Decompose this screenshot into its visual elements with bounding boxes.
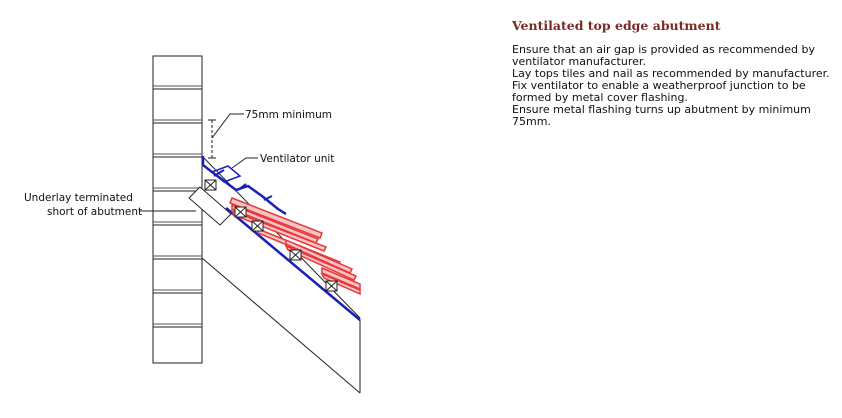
note-paragraph: Ensure that an air gap is provided as re… — [512, 43, 815, 68]
note-paragraph: Ensure metal flashing turns up abutment … — [512, 103, 811, 128]
underlay-label-line1: Underlay terminated — [24, 192, 133, 204]
metal-flashing — [201, 156, 361, 321]
batten-2 — [234, 206, 247, 218]
ventilator-unit — [210, 165, 242, 183]
batten-4 — [289, 249, 302, 261]
batten-1 — [204, 179, 217, 191]
ventilator-leader — [231, 157, 258, 169]
battens — [204, 179, 338, 292]
mortar-joints — [153, 85, 202, 325]
min-gap-label: 75mm minimum — [245, 109, 332, 121]
roof-tiles — [229, 197, 361, 296]
roof-abutment-diagram: 75mm minimum Ventilator unit Underlay te… — [24, 55, 361, 394]
dimension-marker — [208, 113, 244, 159]
notes-heading: Ventilated top edge abutment — [512, 18, 721, 33]
underlay-label-line2: short of abutment — [47, 206, 142, 218]
ventilator-label: Ventilator unit — [260, 153, 334, 165]
note-paragraph: Fix ventilator to enable a weatherproof … — [512, 79, 806, 104]
note-paragraph: Lay tops tiles and nail as recommended b… — [512, 67, 830, 80]
batten-3 — [251, 220, 264, 232]
underlay-end — [188, 186, 232, 226]
abutment-wall — [152, 55, 203, 364]
notes-panel: Ventilated top edge abutment Ensure that… — [512, 18, 834, 128]
batten-5 — [325, 280, 338, 292]
